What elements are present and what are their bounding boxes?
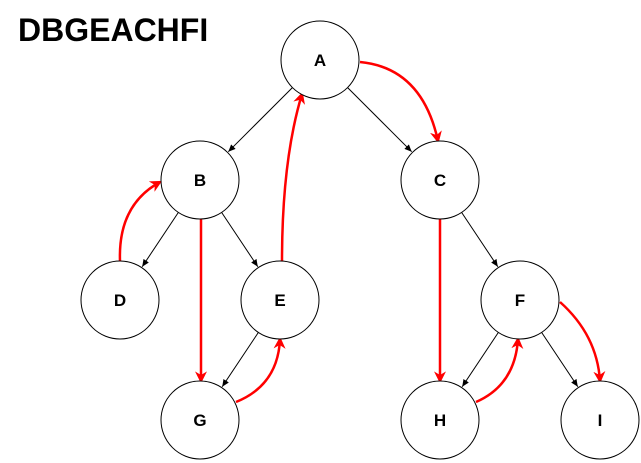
node-f: F [480,260,560,340]
node-g: G [160,380,240,460]
tree-edge-a-c [347,87,413,153]
diagram-title: DBGEACHFI [18,12,209,48]
traversal-edge-h-f [475,336,524,404]
node-label-h: H [434,411,446,430]
tree-nodes: A B C D E F G H I [80,20,640,460]
tree-edges [141,87,579,387]
node-c: C [400,140,480,220]
traversal-edge-d-b [118,180,163,262]
node-circle-h [400,380,480,460]
tree-edge-f-i [541,332,579,387]
node-label-e: E [274,291,285,310]
traversal-edge-g-e [235,336,286,404]
node-label-c: C [434,171,446,190]
tree-edge-c-f [461,212,499,267]
node-label-a: A [314,51,326,70]
node-d: D [80,260,160,340]
node-a: A [280,20,360,100]
node-label-g: G [193,411,206,430]
tree-edge-b-e [221,212,259,267]
node-circle-f [480,260,560,340]
node-label-b: B [194,171,206,190]
node-label-f: F [515,291,525,310]
tree-edge-e-g [221,332,259,387]
node-circle-d [80,260,160,340]
node-circle-e [240,260,320,340]
node-circle-b [160,140,240,220]
node-circle-c [400,140,480,220]
tree-edge-a-b [227,87,293,153]
tree-edge-f-h [461,332,499,387]
node-b: B [160,140,240,220]
traversal-edge-a-c [359,60,442,144]
node-label-i: I [598,411,603,430]
traversal-edge-f-i [559,301,606,384]
node-circle-a [280,20,360,100]
node-i: I [560,380,640,460]
traversal-edge-e-a [280,91,305,262]
node-label-d: D [114,291,126,310]
tree-edge-b-d [141,212,179,267]
node-circle-i [560,380,640,460]
node-h: H [400,380,480,460]
node-circle-g [160,380,240,460]
node-e: E [240,260,320,340]
traversal-edges [118,60,606,404]
